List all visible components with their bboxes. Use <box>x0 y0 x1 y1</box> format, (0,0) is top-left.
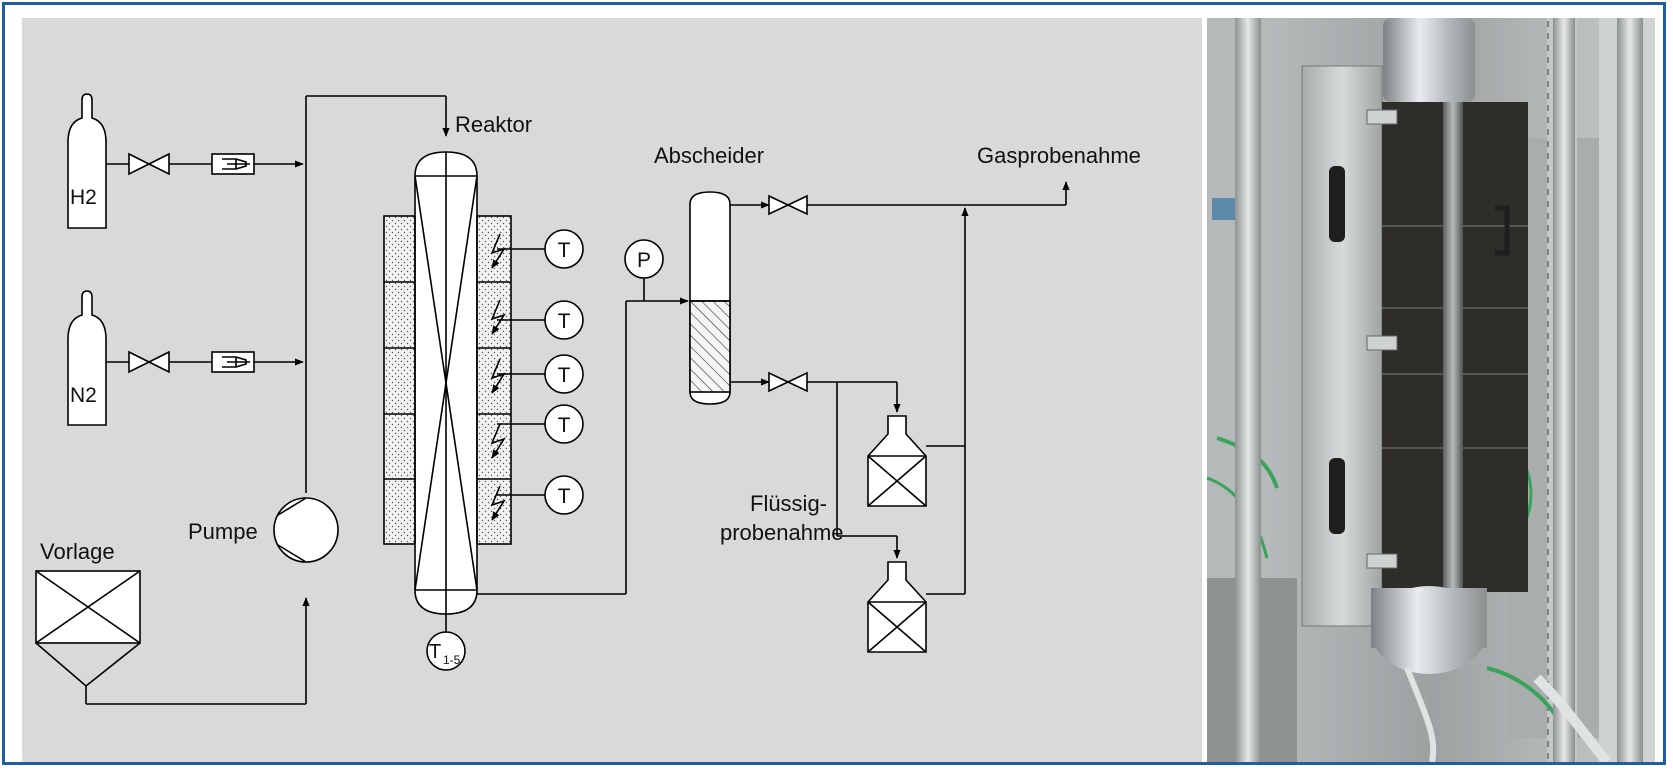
t-sensor-2-label: T <box>558 310 571 333</box>
t-sensor-3-label: T <box>558 364 571 387</box>
abscheider-label: Abscheider <box>654 143 764 168</box>
n2-flow-controller-icon <box>212 352 254 372</box>
h2-label: H2 <box>70 186 97 209</box>
liquid-valve-icon <box>769 373 807 391</box>
fluessig-label-line2: probenahme <box>720 520 844 545</box>
t-main-subscript: 1-5 <box>443 653 461 667</box>
t-sensor-5-label: T <box>558 485 571 508</box>
n2-label: N2 <box>70 384 97 407</box>
reactor-photo <box>1207 18 1655 762</box>
p-sensor-label: P <box>637 249 651 272</box>
n2-valve-icon <box>129 352 169 372</box>
reactor-vessel <box>415 152 477 614</box>
t-sensor-1-label: T <box>558 239 571 262</box>
t-sensor-4-label: T <box>558 414 571 437</box>
pump-icon <box>274 498 338 562</box>
pumpe-label: Pumpe <box>188 519 258 544</box>
h2-valve-icon <box>129 154 169 174</box>
liquid-sample-bottle-1 <box>868 416 926 506</box>
process-flow-diagram: H2 N2 Vorlage Pumpe Reaktor T T T T T T … <box>22 18 1202 762</box>
vorlage-label: Vorlage <box>40 539 115 564</box>
t-main-label: T <box>429 641 441 663</box>
gas-valve-icon <box>769 196 807 214</box>
vorlage-tank <box>36 571 140 686</box>
fluessig-label-line1: Flüssig- <box>750 491 827 516</box>
liquid-sample-bottle-2 <box>868 562 926 652</box>
gasprobenahme-label: Gasprobenahme <box>977 143 1141 168</box>
abscheider-vessel <box>690 192 730 404</box>
reaktor-label: Reaktor <box>455 112 532 137</box>
h2-flow-controller-icon <box>212 154 254 174</box>
